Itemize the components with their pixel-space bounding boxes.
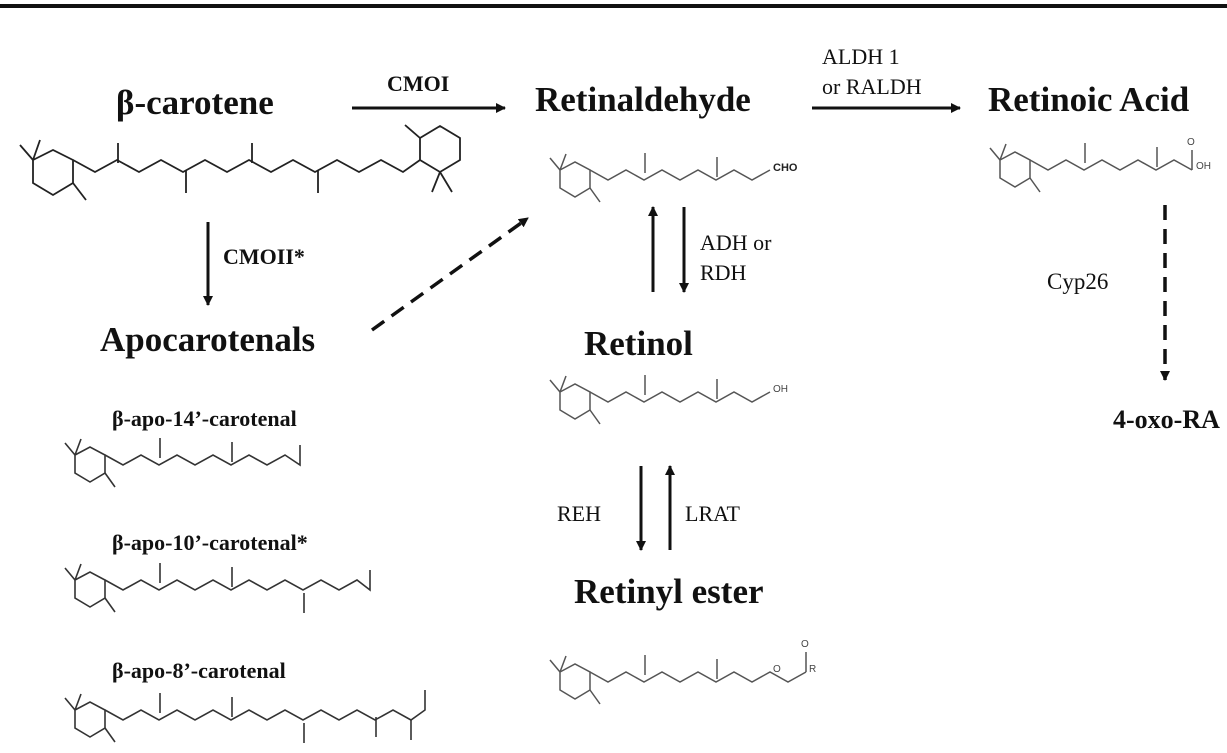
apo10-structure — [64, 563, 371, 613]
retinaldehyde-structure — [549, 153, 771, 203]
apo8-structure — [64, 690, 426, 743]
adh-enzyme-label-line2: RDH — [700, 260, 747, 285]
apo10-label: β-apo-10’-carotenal* — [112, 530, 308, 555]
aldh-enzyme-label-line2: or RALDH — [822, 74, 922, 99]
apocarotenals-label: Apocarotenals — [100, 320, 316, 359]
apo14-label: β-apo-14’-carotenal — [112, 406, 297, 431]
retinyl-ester-o-group-label: O — [773, 664, 781, 675]
retinoic-acid-label: Retinoic Acid — [988, 80, 1190, 119]
beta-carotene-structure — [19, 124, 461, 201]
aldh-enzyme-label-line1: ALDH 1 — [822, 44, 900, 69]
cmoii-enzyme-label: CMOII* — [223, 244, 305, 269]
cmoi-enzyme-label: CMOI — [387, 71, 450, 96]
retinoic-acid-carbonyl-o-label: O — [1187, 137, 1195, 148]
retinyl-ester-r-group-label: R — [809, 664, 817, 675]
retinol-label: Retinol — [584, 324, 693, 363]
retinaldehyde-label: Retinaldehyde — [535, 80, 751, 119]
cyp26-enzyme-label: Cyp26 — [1047, 269, 1109, 294]
retinoic-acid-oh-group-label: OH — [1196, 161, 1211, 172]
apo8-label: β-apo-8’-carotenal — [112, 658, 286, 683]
retinyl-ester-carbonyl-o-label: O — [801, 639, 809, 650]
oxo-ra-label: 4-oxo-RA — [1113, 405, 1220, 434]
reh-enzyme-label: REH — [557, 501, 601, 526]
retinol-structure — [549, 375, 771, 425]
arrow-apocarotenals-dashed — [370, 216, 530, 332]
apo14-structure — [64, 438, 301, 488]
adh-enzyme-label-line1: ADH or — [700, 230, 772, 255]
retinoic-acid-structure — [989, 143, 1193, 193]
beta-carotene-label: β-carotene — [116, 83, 274, 122]
cho-group-label: CHO — [773, 162, 798, 174]
lrat-enzyme-label: LRAT — [685, 501, 740, 526]
retinyl-ester-structure — [549, 652, 807, 705]
retinyl-ester-label: Retinyl ester — [574, 572, 764, 611]
retinol-oh-group-label: OH — [773, 384, 788, 395]
